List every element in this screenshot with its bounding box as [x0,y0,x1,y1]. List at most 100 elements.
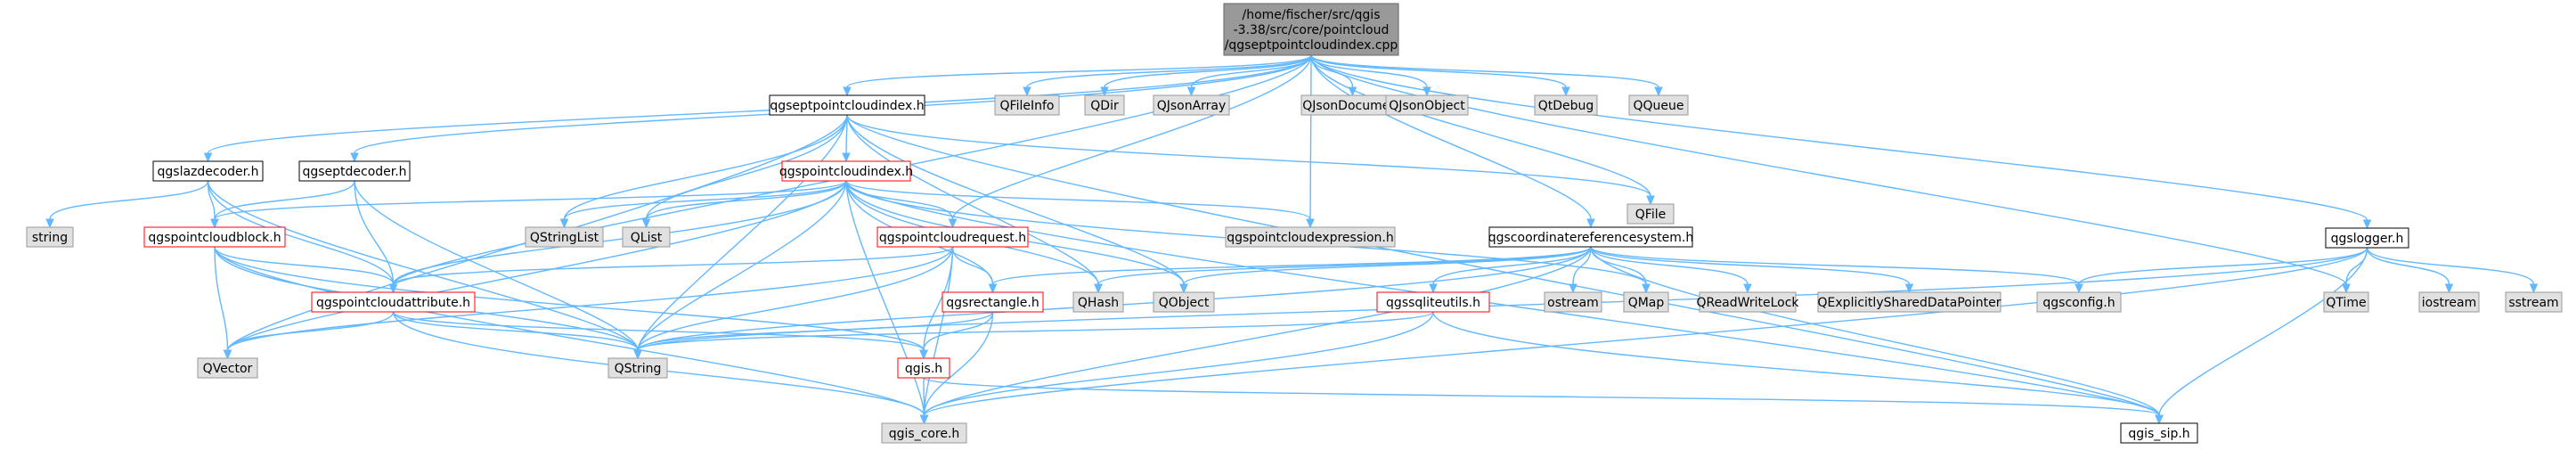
edge-qgssqliteutils-h-to-qgis-core-h [923,311,1434,416]
arrowhead [203,152,213,163]
node-label: qgspointcloudexpression.h [1227,231,1394,245]
node-QJsonDocument: QJsonDocument [1300,94,1405,116]
node-box [1084,94,1125,116]
node-root[interactable]: /home/fischer/src/qgis-3.38/src/core/poi… [1223,3,1399,56]
edge-qgspointcloudblock-h-to-QVector [214,246,229,351]
node-box [876,226,1029,248]
edge-qgspointcloudrequest-h-to-qgis-core-h [923,246,954,416]
node-QDir: QDir [1084,94,1125,116]
node-label: /home/fischer/src/qgis [1242,8,1380,22]
node-box [897,357,950,379]
node-QTime: QTime [2323,291,2369,313]
arrowhead [1306,218,1315,229]
node-qgspointcloudattribute-h[interactable]: qgspointcloudattribute.h [311,291,476,313]
arrowhead [210,218,219,229]
node-box [311,291,476,313]
arrowhead [1646,195,1655,206]
node-label: QtDebug [1538,99,1594,113]
node-label: QExplicitlySharedDataPointer [1818,296,2001,310]
node-QHash: QHash [1072,291,1124,313]
node-box [1623,291,1669,313]
arrowhead [1186,86,1196,97]
node-qgspointcloudrequest-h[interactable]: qgspointcloudrequest.h [876,226,1029,248]
node-label: qgis_core.h [889,427,960,441]
node-box [152,160,264,182]
node-label: qgsconfig.h [2042,296,2115,310]
arrowhead [350,152,359,163]
edge-root-to-qgscoordinatereferencesystem-h [1310,54,1592,220]
edge-qgscoordinatereferencesystem-h-to-QExplicitlySharedDataPointer [1590,246,1911,285]
edge-qgscoordinatereferencesystem-h-to-QReadWriteLock [1590,246,1749,285]
edge-qgseptpointcloudindex-h-to-QFile [846,114,1651,197]
edge-qgspointcloudindex-h-to-qgspointcloudattribute-h [392,180,847,285]
edge-qgslogger-h-to-QString [637,247,2368,351]
edge-qgslogger-h-to-qgsconfig-h [2078,247,2368,285]
node-iostream: iostream [2418,291,2480,313]
arrowhead [919,349,928,360]
node-QJsonObject: QJsonObject [1385,94,1469,116]
node-label: qgspointcloudrequest.h [879,231,1026,245]
node-QList: QList [622,226,671,248]
node-qgis-h[interactable]: qgis.h [897,357,950,379]
node-qgspointcloudblock-h[interactable]: qgspointcloudblock.h [143,226,286,248]
arrowhead [1743,283,1752,294]
edge-root-to-qgspointcloudrequest-h [951,54,1312,220]
edge-qgslogger-h-to-sstream [2366,247,2535,285]
node-box [2325,227,2409,249]
node-label: QJsonDocument [1302,99,1403,113]
node-string: string [26,226,74,248]
edge-qgspointcloudindex-h-to-QStringList [563,180,847,220]
edge-qgscoordinatereferencesystem-h-to-qgis-core-h [923,246,1592,416]
node-label: /qgseptpointcloudindex.cpp [1225,38,1398,53]
node-qgscoordinatereferencesystem-h[interactable]: qgscoordinatereferencesystem.h [1488,226,1694,248]
node-label: qgseptpointcloudindex.h [770,99,924,113]
node-qgseptpointcloudindex-h[interactable]: qgseptpointcloudindex.h [769,94,925,116]
edge-qgseptpointcloudindex-h-to-QObject [846,114,1185,285]
edge-qgslogger-h-to-qgis-sip-h [2158,247,2368,416]
node-box [2418,291,2480,313]
edge-qgsrectangle-h-to-qgis-h [923,311,994,351]
edge-qgis-h-to-qgis-core-h [923,377,925,416]
node-box [1544,291,1602,313]
node-label: qgscoordinatereferencesystem.h [1488,231,1694,245]
node-label: qgsrectangle.h [946,296,1039,310]
edge-qgspointcloudattribute-h-to-QVector [226,311,395,351]
node-box [298,160,411,182]
node-box [942,291,1044,313]
node-ostream: ostream [1544,291,1602,313]
node-qgspointcloudindex-h[interactable]: qgspointcloudindex.h [779,160,913,182]
edge-root-to-qgslogger-h [1310,54,2368,221]
node-box [1225,226,1396,248]
arrowhead [843,86,852,97]
edge-qgseptdecoder-h-to-QString [354,180,639,351]
node-box [1817,291,2001,313]
edge-qgscoordinatereferencesystem-h-to-QHash [1097,246,1592,285]
node-qgsrectangle-h[interactable]: qgsrectangle.h [942,291,1044,313]
node-qgis-sip-h[interactable]: qgis_sip.h [2120,422,2198,444]
node-box [26,226,74,248]
node-QObject: QObject [1153,291,1215,313]
edge-qgspointcloudrequest-h-to-qgspointcloudattribute-h [392,246,954,285]
edge-qgspointcloudattribute-h-to-qgis-h [392,311,925,351]
node-qgslogger-h[interactable]: qgslogger.h [2325,227,2409,249]
node-label: qgslazdecoder.h [158,165,259,179]
node-box [1223,3,1399,56]
node-box [1376,291,1490,313]
edge-root-to-QTime [1310,54,2347,285]
edge-qgspointcloudblock-h-to-qgis-h [214,246,925,351]
edge-qgseptpointcloudindex-h-to-QList [645,114,848,220]
node-QMap: QMap [1623,291,1669,313]
node-label: QStringList [530,231,599,245]
node-QFile: QFile [1626,203,1675,225]
node-label: string [32,231,68,245]
node-label: qgseptdecoder.h [302,165,406,179]
edge-qgslazdecoder-h-to-qgspointcloudattribute-h [207,180,395,285]
node-qgslazdecoder-h[interactable]: qgslazdecoder.h [152,160,264,182]
node-label: QJsonArray [1157,99,1227,113]
edge-qgspointcloudindex-h-to-qgspointcloudexpression-h [845,180,1311,220]
node-label: QQueue [1633,99,1683,113]
edge-qgseptdecoder-h-to-qgspointcloudblock-h [214,180,355,220]
edge-root-to-qgseptpointcloudindex-h [846,54,1312,88]
node-qgseptdecoder-h[interactable]: qgseptdecoder.h [298,160,411,182]
node-qgssqliteutils-h[interactable]: qgssqliteutils.h [1376,291,1490,313]
